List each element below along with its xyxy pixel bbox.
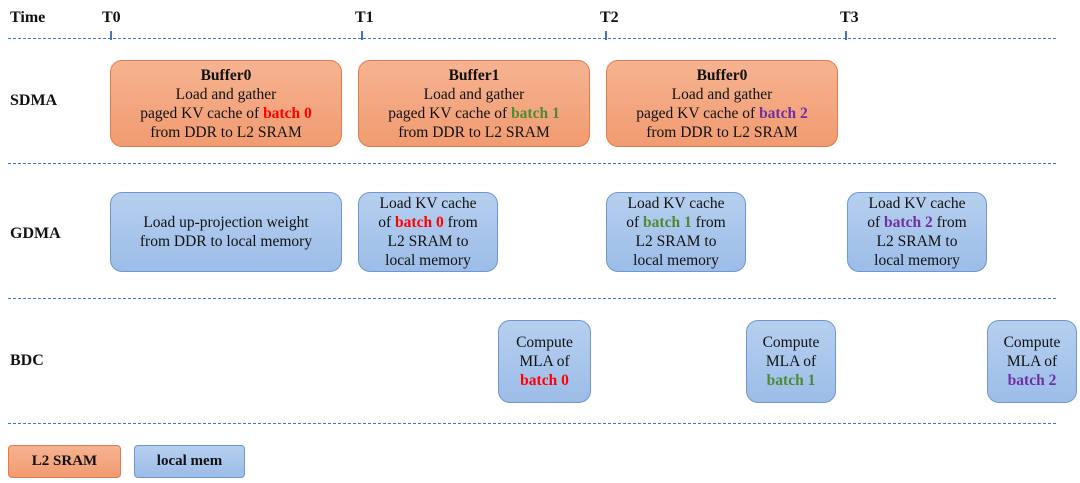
task-text: of — [867, 214, 885, 231]
sdma-task-batch2: Buffer0 Load and gather paged KV cache o… — [606, 60, 838, 147]
bdc-task-batch2: Compute MLA of batch 2 — [987, 320, 1077, 403]
task-line: local memory — [874, 252, 960, 269]
batch-label: batch 1 — [766, 372, 816, 389]
task-line: Load KV cache — [868, 195, 966, 212]
task-line: Compute — [762, 334, 820, 351]
batch-label: batch 0 — [263, 104, 312, 122]
buffer-title: Buffer0 — [696, 66, 748, 84]
gdma-task-weight: Load up-projection weight from DDR to lo… — [110, 192, 342, 272]
row-label-gdma: GDMA — [10, 225, 61, 242]
batch-label: batch 2 — [1007, 372, 1057, 389]
task-line: L2 SRAM to — [635, 233, 717, 250]
sdma-task-batch0: Buffer0 Load and gather paged KV cache o… — [110, 60, 342, 147]
gdma-task-kv-batch2: Load KV cache of batch 2 from L2 SRAM to… — [847, 192, 987, 272]
tick-label-t0: T0 — [102, 9, 121, 26]
task-line: from DDR to L2 SRAM — [398, 123, 550, 141]
legend-l2-sram: L2 SRAM — [8, 445, 121, 478]
batch-label: batch 0 — [395, 214, 444, 231]
gdma-task-kv-batch0: Load KV cache of batch 0 from L2 SRAM to… — [358, 192, 498, 272]
task-line: Load KV cache — [627, 195, 725, 212]
task-text: paged KV cache of — [140, 104, 264, 122]
batch-label: batch 1 — [511, 104, 560, 122]
task-line: Compute — [516, 334, 573, 351]
bdc-task-batch1: Compute MLA of batch 1 — [746, 320, 836, 403]
task-line: local memory — [633, 252, 719, 269]
separator-bdc — [8, 423, 1056, 424]
task-line: MLA of — [765, 353, 817, 370]
task-line: paged KV cache of batch 2 — [636, 104, 807, 123]
tick-mark-t0 — [110, 31, 112, 40]
task-line: L2 SRAM to — [387, 233, 469, 250]
task-text: from — [691, 214, 726, 231]
task-line: Load and gather — [175, 85, 277, 103]
sdma-task-batch1: Buffer1 Load and gather paged KV cache o… — [358, 60, 590, 147]
batch-label: batch 2 — [759, 104, 808, 122]
tick-label-t1: T1 — [355, 9, 374, 26]
separator-sdma — [8, 163, 1056, 164]
batch-label: batch 1 — [643, 214, 692, 231]
task-text: paged KV cache of — [636, 104, 760, 122]
task-line: Load and gather — [671, 85, 773, 103]
task-line: paged KV cache of batch 0 — [140, 104, 311, 123]
gdma-task-kv-batch1: Load KV cache of batch 1 from L2 SRAM to… — [606, 192, 746, 272]
task-line: MLA of — [519, 353, 570, 370]
batch-label: batch 2 — [884, 214, 933, 231]
buffer-title: Buffer1 — [448, 66, 500, 84]
tick-mark-t2 — [605, 31, 607, 40]
task-line: Compute — [1003, 334, 1061, 351]
tick-mark-t3 — [845, 31, 847, 40]
task-line: Load and gather — [423, 85, 525, 103]
task-line: MLA of — [1006, 353, 1058, 370]
task-line: Load KV cache — [379, 195, 477, 212]
task-line: of batch 0 from — [378, 213, 477, 232]
task-line: from DDR to L2 SRAM — [150, 123, 302, 141]
legend-local-mem: local mem — [134, 445, 245, 478]
tick-label-t3: T3 — [840, 9, 859, 26]
task-line: of batch 2 from — [867, 213, 966, 232]
task-text: of — [378, 214, 396, 231]
task-line: from DDR to L2 SRAM — [646, 123, 798, 141]
task-text: from — [443, 214, 478, 231]
row-label-bdc: BDC — [10, 352, 44, 369]
task-line: of batch 1 from — [626, 213, 725, 232]
task-line: L2 SRAM to — [876, 233, 958, 250]
buffer-title: Buffer0 — [200, 66, 252, 84]
separator-header — [8, 38, 1056, 39]
bdc-task-batch0: Compute MLA of batch 0 — [498, 320, 591, 403]
task-text: paged KV cache of — [388, 104, 512, 122]
task-text: from — [932, 214, 967, 231]
batch-label: batch 0 — [520, 372, 569, 389]
task-line: local memory — [385, 252, 471, 269]
task-line: paged KV cache of batch 1 — [388, 104, 559, 123]
time-label: Time — [10, 9, 46, 26]
tick-label-t2: T2 — [600, 9, 619, 26]
row-label-sdma: SDMA — [10, 92, 58, 109]
task-text: of — [626, 214, 644, 231]
task-line: from DDR to local memory — [139, 233, 313, 250]
task-line: Load up-projection weight — [143, 214, 309, 231]
separator-gdma — [8, 298, 1056, 299]
tick-mark-t1 — [361, 31, 363, 40]
